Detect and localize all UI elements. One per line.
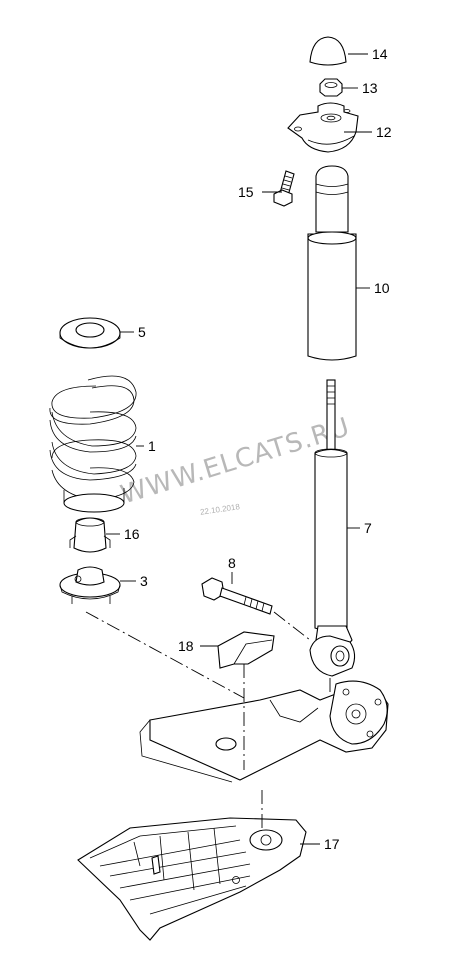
callout-10: 10: [374, 280, 390, 296]
part-8-bolt: [201, 577, 273, 615]
assembly-line-bolt: [273, 611, 311, 641]
callout-1: 1: [148, 438, 156, 454]
part-10-protective-tube: [307, 165, 357, 361]
axle-beam: [139, 680, 389, 783]
callout-14: 14: [372, 46, 388, 62]
part-5-spring-seat: [59, 317, 121, 349]
callout-7: 7: [364, 520, 372, 536]
callout-18: 18: [178, 638, 194, 654]
leader-lines: [106, 53, 372, 845]
part-1-coil-spring: [49, 375, 137, 513]
part-12-upper-mount: [287, 102, 359, 153]
part-13-nut: [319, 78, 343, 97]
part-3-lower-seat: [59, 566, 121, 604]
callout-8: 8: [228, 555, 236, 571]
callout-3: 3: [140, 573, 148, 589]
part-15-bolt: [273, 170, 295, 207]
watermark-date: 22.10.2018: [199, 502, 240, 517]
callout-15: 15: [238, 184, 254, 200]
callout-13: 13: [362, 80, 378, 96]
part-14-dust-cap: [309, 36, 347, 66]
callout-12: 12: [376, 124, 392, 140]
part-16-insert: [69, 517, 111, 553]
callout-5: 5: [138, 324, 146, 340]
part-18-bracket: [217, 631, 275, 669]
assembly-line-seat-to-axle: [85, 611, 245, 699]
callout-17: 17: [324, 836, 340, 852]
part-7-shock-absorber: [309, 379, 356, 677]
callout-16: 16: [124, 526, 140, 542]
part-17-underbody-shield: [77, 817, 307, 941]
